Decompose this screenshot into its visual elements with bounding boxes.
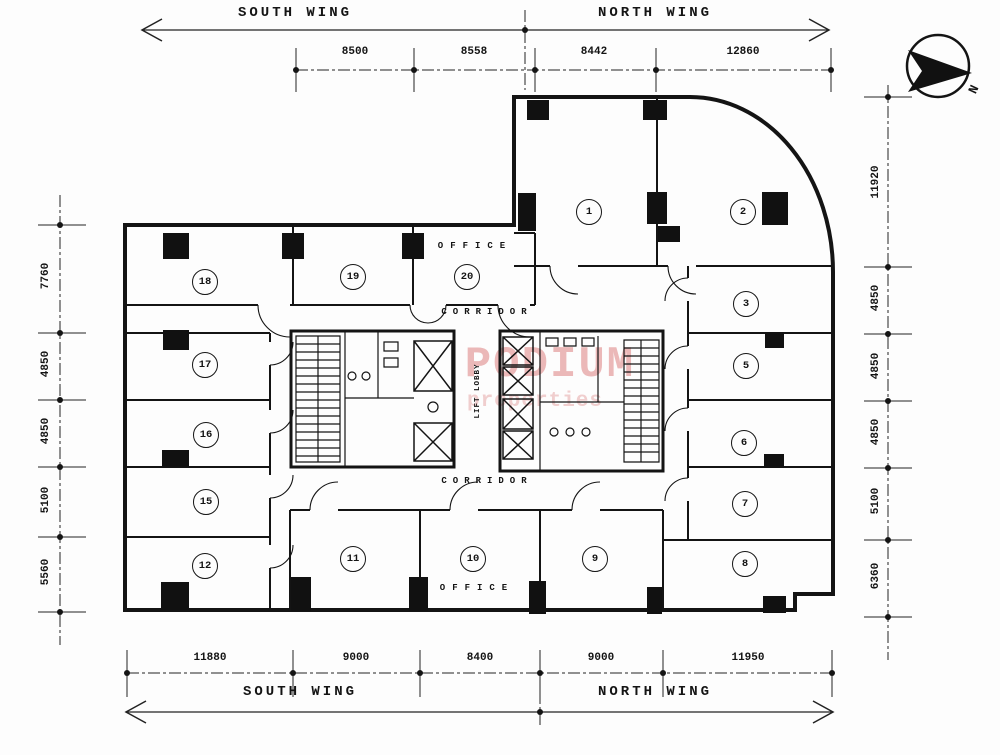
- office-label-top: OFFICE: [437, 241, 513, 251]
- wc-fixture: [347, 371, 357, 381]
- wc-fixture: [361, 371, 371, 381]
- lift-lobby-label: LIFT LOBBY: [474, 363, 482, 419]
- room-circle-7: 7: [732, 491, 758, 517]
- dim-bottom-3: 8400: [466, 652, 494, 664]
- dim-top-4: 12860: [726, 46, 760, 58]
- office-label-bottom: OFFICE: [439, 583, 515, 593]
- room-circle-5: 5: [733, 353, 759, 379]
- north-wing-bottom-label: NORTH WING: [597, 684, 712, 700]
- south-wing-top-label: SOUTH WING: [237, 5, 352, 21]
- north-wing-top-label: NORTH WING: [597, 5, 712, 21]
- wc-fixture: [427, 401, 439, 413]
- lift-shafts: [413, 336, 534, 462]
- room-circle-18: 18: [192, 269, 218, 295]
- dim-top-1: 8500: [341, 46, 369, 58]
- dim-right-4: 4850: [870, 418, 882, 446]
- room-circle-8: 8: [732, 551, 758, 577]
- north-core-partitions: [539, 331, 624, 471]
- room-circle-9: 9: [582, 546, 608, 572]
- watermark-brand: PODIUM: [464, 340, 636, 390]
- exterior-walls: [123, 95, 835, 612]
- dim-bottom-4: 9000: [587, 652, 615, 664]
- wc-fixture: [565, 427, 575, 437]
- dim-top-2: 8558: [460, 46, 488, 58]
- corridor-label-top: CORRIDOR: [441, 307, 533, 317]
- dim-right-5: 5100: [870, 487, 882, 515]
- north-stair: [623, 339, 660, 463]
- dimension-points: [57, 27, 891, 715]
- dim-left-4: 5100: [40, 486, 52, 514]
- south-wing-bottom-label: SOUTH WING: [242, 684, 357, 700]
- room-circle-3: 3: [733, 291, 759, 317]
- room-circle-10: 10: [460, 546, 486, 572]
- columns: [161, 100, 788, 614]
- room-circle-20: 20: [454, 264, 480, 290]
- room-circle-11: 11: [340, 546, 366, 572]
- interior-walls: [125, 97, 833, 610]
- room-circle-19: 19: [340, 264, 366, 290]
- dim-left-5: 5560: [40, 558, 52, 586]
- north-arrow-icon: [905, 33, 972, 99]
- dim-bottom-5: 11950: [731, 652, 765, 664]
- wc-fixture: [581, 427, 591, 437]
- door-swings: [257, 265, 697, 569]
- dim-bottom-2: 9000: [342, 652, 370, 664]
- room-circle-15: 15: [193, 489, 219, 515]
- dim-left-3: 4850: [40, 417, 52, 445]
- core-walls: [289, 329, 665, 473]
- south-stair: [295, 335, 341, 463]
- room-circle-12: 12: [192, 553, 218, 579]
- south-core-partitions: [344, 331, 414, 467]
- dim-right-1: 11920: [870, 165, 882, 199]
- room-circle-2: 2: [730, 199, 756, 225]
- dim-top-3: 8442: [580, 46, 608, 58]
- dim-right-6: 6360: [870, 562, 882, 590]
- dim-left-1: 7760: [40, 262, 52, 290]
- wc-fixture: [549, 427, 559, 437]
- core-details: [295, 331, 660, 471]
- room-circle-1: 1: [576, 199, 602, 225]
- room-circle-17: 17: [192, 352, 218, 378]
- dim-bottom-1: 11880: [193, 652, 227, 664]
- corridor-label-bottom: CORRIDOR: [441, 476, 533, 486]
- room-circle-16: 16: [193, 422, 219, 448]
- room-circle-6: 6: [731, 430, 757, 456]
